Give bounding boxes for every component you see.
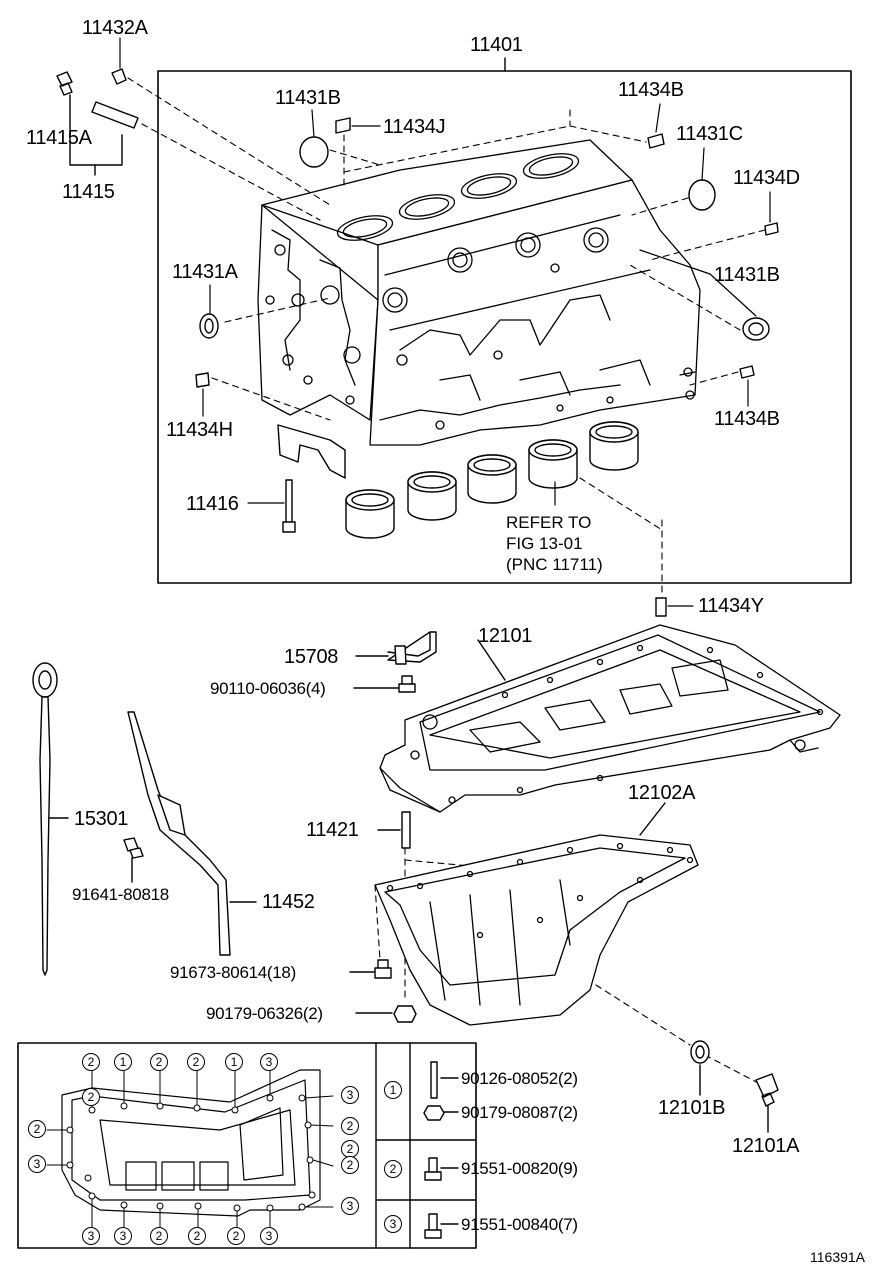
part-label-11452: 11452 <box>262 891 315 913</box>
bearing-shells-icon <box>345 421 639 539</box>
part-label-11432A: 11432A <box>82 17 148 39</box>
bolt-key-bottom: 2 <box>188 1227 206 1245</box>
bolt-key-left: 3 <box>28 1155 46 1173</box>
expansion-plug-right-icon <box>688 179 716 211</box>
legend-part-2: 91551-00820(9) <box>461 1159 578 1178</box>
legend-key-3: 3 <box>384 1215 402 1233</box>
part-label-11415: 11415 <box>62 181 115 203</box>
bolt-key-right: 3 <box>341 1086 359 1104</box>
part-label-11434H: 11434H <box>166 419 233 441</box>
part-label-11434D: 11434D <box>733 167 800 189</box>
bolt-key-top: 1 <box>114 1053 132 1071</box>
part-label-11434Y: 11434Y <box>698 595 764 617</box>
bearing-cap-bolt-icon <box>282 479 296 533</box>
part-label-11434J: 11434J <box>383 116 446 138</box>
bolt-key-right: 2 <box>341 1156 359 1174</box>
part-label-11401: 11401 <box>470 34 523 56</box>
bolt-key-bottom: 3 <box>82 1227 100 1245</box>
drain-plug-icon <box>755 1073 779 1107</box>
bearing-cap-icon <box>277 424 346 479</box>
pin-11434J-icon <box>335 117 351 134</box>
figure-id: 116391A <box>810 1249 866 1265</box>
legend-part-3: 91551-00840(7) <box>461 1215 578 1234</box>
pin-11434H-icon <box>195 372 210 388</box>
part-label-11434B-top: 11434B <box>618 79 684 101</box>
part-label-91641: 91641-80818 <box>72 885 169 904</box>
dipstick-icon <box>32 662 58 976</box>
legend-key-1: 1 <box>384 1081 402 1099</box>
part-label-12101A: 12101A <box>732 1135 800 1157</box>
bolt-91641-icon <box>123 837 144 859</box>
legend-bolt-long-icon <box>424 1213 442 1239</box>
part-label-11431B-right: 11431B <box>714 264 780 286</box>
part-label-15301: 15301 <box>74 808 129 830</box>
legend-part-1a: 90126-08052(2) <box>461 1069 578 1088</box>
part-label-12102A: 12102A <box>628 782 696 804</box>
bolt-key-top: 1 <box>225 1053 243 1071</box>
bolt-key-top: 2 <box>150 1053 168 1071</box>
bolt-91673-icon <box>374 959 392 979</box>
part-label-12101: 12101 <box>478 625 533 647</box>
part-label-11431A: 11431A <box>172 261 238 283</box>
part-label-91673: 91673-80614(18) <box>170 963 296 982</box>
stud-11421-icon <box>401 811 411 849</box>
part-label-11431B-top: 11431B <box>275 87 341 109</box>
bolt-key-top: 3 <box>260 1053 278 1071</box>
seal-11431A-icon <box>199 313 219 339</box>
bolt-key-top: 2 <box>82 1053 100 1071</box>
nut-90179-icon <box>393 1005 417 1023</box>
bolt-90110-icon <box>398 675 416 693</box>
drain-gasket-icon <box>690 1040 710 1064</box>
dowel-11434Y-icon <box>655 597 667 617</box>
part-label-11434B-right: 11434B <box>714 408 780 430</box>
oil-pan-upper-icon <box>379 624 841 813</box>
bolt-key-left: 2 <box>82 1088 100 1106</box>
cylinder-block-icon <box>257 139 701 446</box>
seal-11431B-icon <box>742 317 770 341</box>
part-label-11421: 11421 <box>306 819 359 841</box>
bolt-key-bottom: 3 <box>114 1227 132 1245</box>
bolt-key-bottom: 2 <box>150 1227 168 1245</box>
dipstick-guide-icon <box>127 711 231 956</box>
union-bolt-icon <box>56 71 73 96</box>
legend-part-1b: 90179-08087(2) <box>461 1103 578 1122</box>
bolt-key-right: 2 <box>341 1117 359 1135</box>
pin-11434D-icon <box>764 222 779 236</box>
legend-stud-icon <box>430 1061 438 1099</box>
plug-icon <box>111 68 127 85</box>
bolt-key-bottom: 3 <box>260 1227 278 1245</box>
bolt-key-right: 3 <box>341 1197 359 1215</box>
part-label-12101B: 12101B <box>658 1097 726 1119</box>
tube-icon <box>91 101 139 129</box>
part-label-11415A: 11415A <box>26 127 92 149</box>
refer-note: REFER TO FIG 13-01 (PNC 11711) <box>506 513 603 574</box>
part-label-15708: 15708 <box>284 646 339 668</box>
bolt-legend-frame <box>17 1042 477 1249</box>
part-label-11416: 11416 <box>186 493 239 515</box>
part-label-11431C: 11431C <box>676 123 743 145</box>
legend-key-2: 2 <box>384 1160 402 1178</box>
legend-bolt-short-icon <box>424 1157 442 1181</box>
pan-bolt-map-icon <box>61 1069 321 1217</box>
expansion-plug-top-icon <box>299 136 329 168</box>
part-label-90110: 90110-06036(4) <box>210 679 326 698</box>
bolt-key-top: 2 <box>187 1053 205 1071</box>
oil-pan-lower-icon <box>374 834 699 1026</box>
part-label-90179: 90179-06326(2) <box>206 1004 323 1023</box>
bolt-key-bottom: 2 <box>227 1227 245 1245</box>
pin-11434B-right-icon <box>739 365 755 379</box>
bolt-key-left: 2 <box>28 1120 46 1138</box>
pin-11434B-top-icon <box>647 133 665 149</box>
legend-nut-icon <box>423 1105 445 1121</box>
